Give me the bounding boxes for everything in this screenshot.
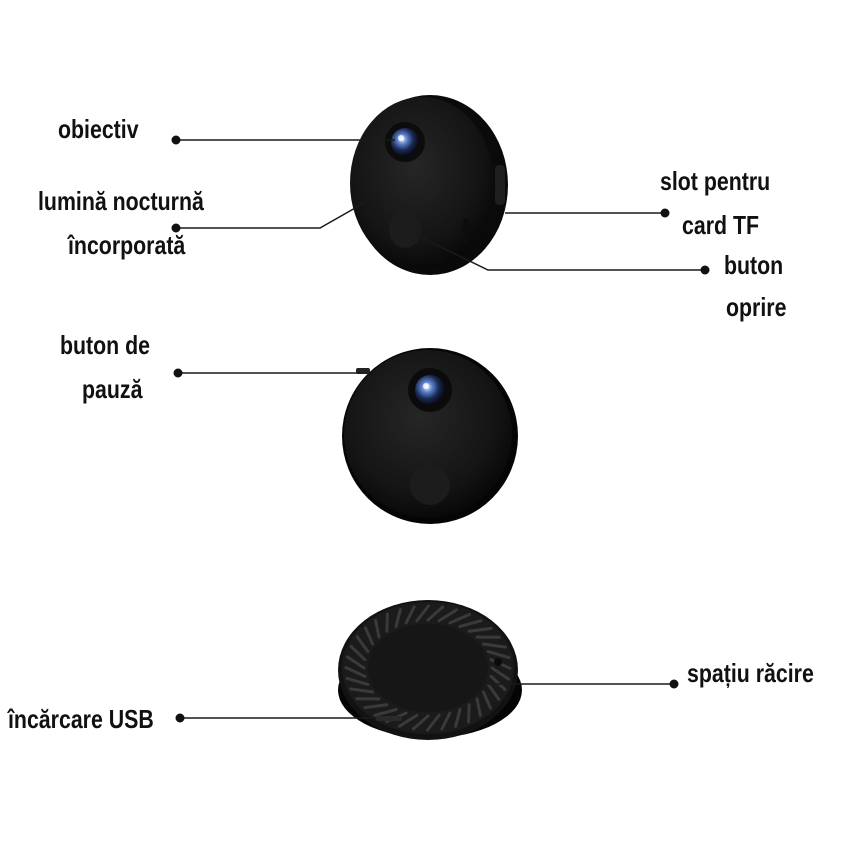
vent-slit bbox=[345, 676, 370, 686]
dot-tf-slot bbox=[660, 208, 670, 218]
vent-slit bbox=[404, 605, 416, 625]
vent-slit bbox=[344, 666, 367, 678]
vent-slit bbox=[411, 714, 430, 731]
vent-slit bbox=[467, 703, 471, 724]
vent-slit bbox=[481, 642, 507, 649]
dot-cooling bbox=[669, 679, 679, 689]
tf-slot bbox=[495, 165, 505, 205]
label-usb: încărcare USB bbox=[8, 704, 154, 734]
front-button bbox=[410, 465, 450, 505]
camera-front-view bbox=[342, 348, 518, 524]
vent-slit bbox=[489, 674, 507, 692]
vent-slit bbox=[454, 708, 462, 728]
cooling-vents bbox=[344, 604, 512, 732]
vent-slit bbox=[345, 655, 366, 670]
label-cooling: spațiu răcire bbox=[687, 658, 814, 688]
power-button bbox=[389, 212, 421, 248]
label-lens: obiectiv bbox=[58, 114, 139, 144]
label-tf-slot-line1: slot pentru bbox=[660, 166, 771, 196]
dot-pause bbox=[173, 368, 183, 378]
vent-slit bbox=[385, 612, 389, 633]
vent-slit bbox=[398, 713, 419, 728]
dot-power bbox=[700, 265, 710, 275]
camera-back-view bbox=[338, 600, 522, 740]
dot-usb bbox=[175, 713, 185, 723]
dot-lens bbox=[171, 135, 181, 145]
vent-slit bbox=[458, 619, 483, 628]
vent-slit bbox=[490, 666, 511, 681]
vent-slit bbox=[426, 605, 445, 622]
vent-slit bbox=[349, 644, 367, 662]
usb-port bbox=[376, 716, 402, 721]
vent-slit bbox=[440, 711, 452, 731]
callout-lines bbox=[176, 139, 705, 719]
side-notch bbox=[462, 218, 470, 246]
vent-slit bbox=[426, 713, 441, 732]
vent-slit bbox=[349, 687, 375, 694]
vent-slit bbox=[363, 626, 375, 646]
line-night-light bbox=[176, 194, 379, 229]
label-tf-slot-line2: card TF bbox=[682, 210, 760, 240]
vent-slit bbox=[475, 697, 482, 718]
vent-slit bbox=[486, 682, 501, 701]
label-pause-line2: pauză bbox=[82, 374, 143, 404]
vent-slit bbox=[373, 708, 398, 717]
vent-slit bbox=[363, 703, 389, 710]
lens-icon bbox=[391, 128, 419, 156]
callout-dots bbox=[171, 135, 710, 723]
vent-slit bbox=[374, 618, 381, 639]
label-pause-line1: buton de bbox=[60, 330, 151, 360]
label-power-line1: buton bbox=[724, 250, 784, 280]
vent-slit bbox=[486, 650, 511, 660]
line-power bbox=[409, 231, 705, 271]
vent-slit bbox=[437, 608, 458, 623]
vent-slit bbox=[448, 612, 471, 625]
label-night-light-line1: lumină nocturnă bbox=[38, 186, 204, 216]
dot-night-light bbox=[171, 223, 181, 233]
vent-slit bbox=[467, 626, 493, 633]
vent-slit bbox=[355, 635, 370, 654]
vent-slit bbox=[481, 690, 493, 710]
vent-slit bbox=[394, 608, 402, 628]
label-night-light-line2: încorporată bbox=[68, 230, 186, 260]
camera-angled-view bbox=[350, 95, 508, 275]
label-power-line2: oprire bbox=[726, 292, 787, 322]
vent-slit bbox=[415, 604, 430, 623]
lens-icon bbox=[415, 375, 445, 405]
